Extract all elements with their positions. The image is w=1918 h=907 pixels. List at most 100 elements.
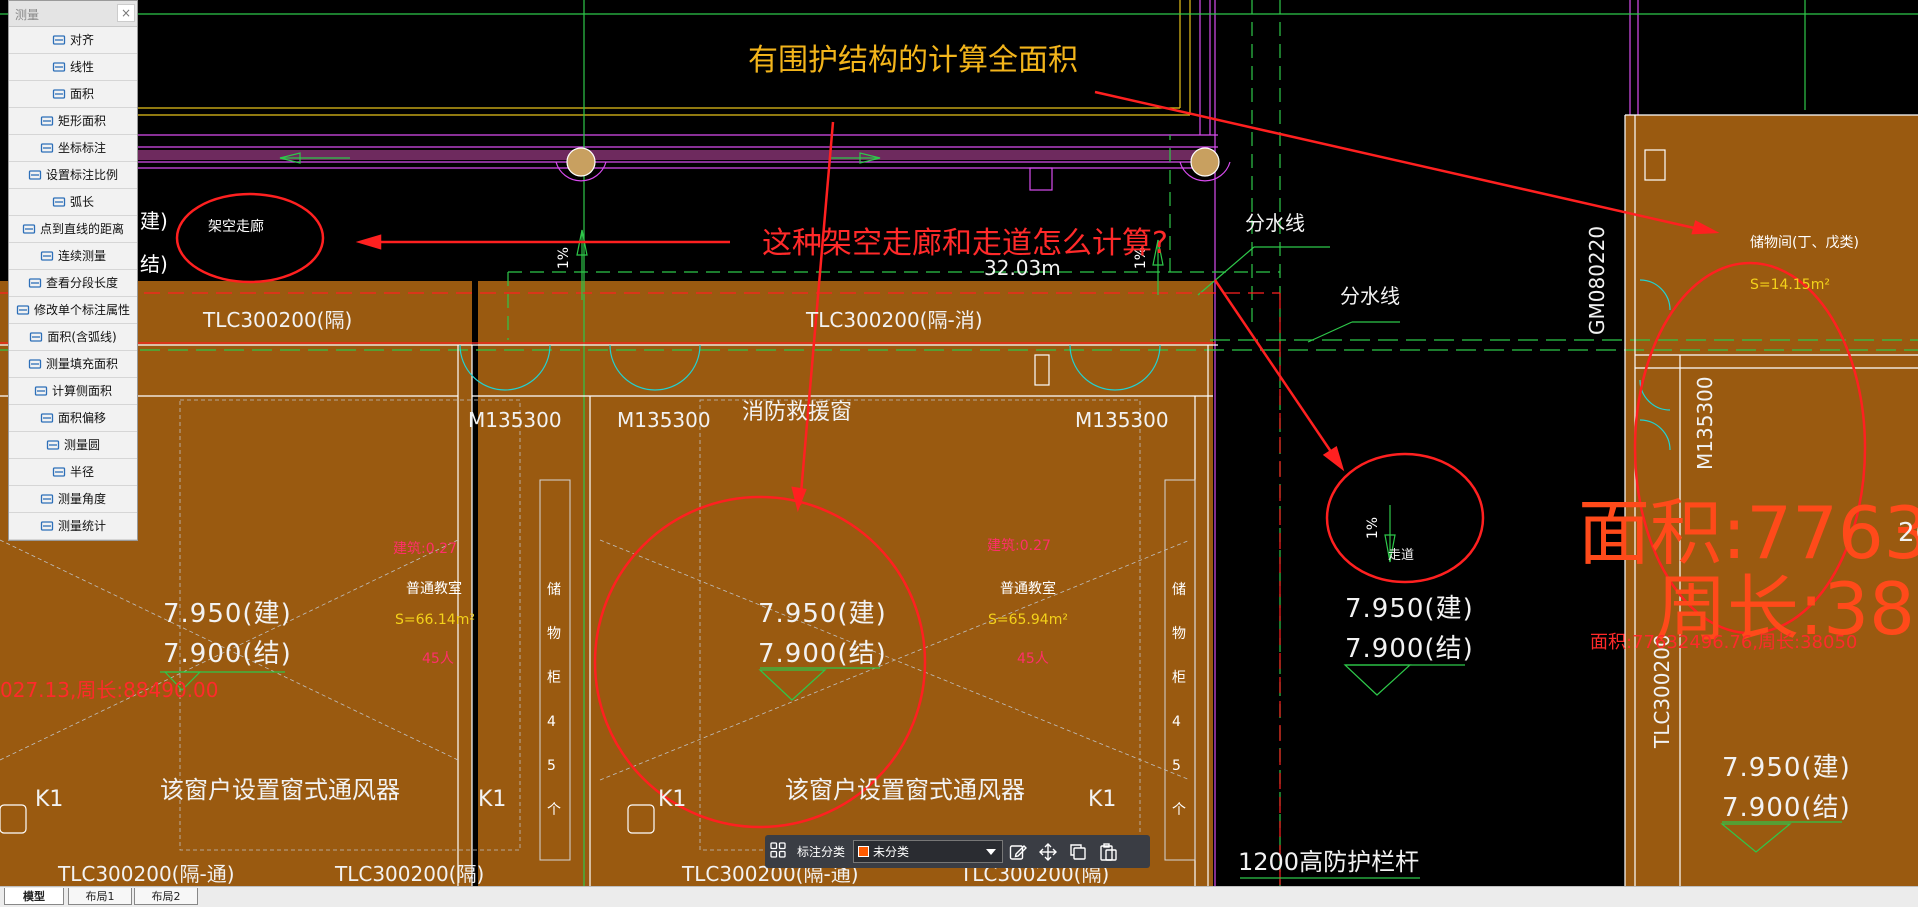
small-area-measurement-right: 面积:77632496.76,周长:38050 bbox=[1590, 632, 1858, 653]
scale-icon bbox=[28, 168, 42, 182]
tool-item-continuous-measure[interactable]: 连续测量 bbox=[9, 243, 137, 270]
tool-item-radius[interactable]: 半径 bbox=[9, 459, 137, 486]
tool-item-rect-area[interactable]: 矩形面积 bbox=[9, 108, 137, 135]
tab-layout1[interactable]: 布局1 bbox=[68, 888, 132, 905]
vent-note-1: 该窗户设置窗式通风器 bbox=[160, 776, 400, 804]
tool-item-side-area[interactable]: 计算侧面积 bbox=[9, 378, 137, 405]
tool-label: 面积(含弧线) bbox=[47, 330, 117, 344]
tool-item-coordinate[interactable]: 坐标标注 bbox=[9, 135, 137, 162]
area-offset-icon bbox=[40, 411, 54, 425]
handwritten-aisle-label: 走道 bbox=[1388, 548, 1415, 563]
cab-char: 柜 bbox=[1172, 670, 1186, 686]
statistics-icon bbox=[40, 519, 54, 533]
big-perimeter-measurement: 周长:380 bbox=[1655, 567, 1918, 651]
category-selected-value: 未分类 bbox=[873, 845, 910, 859]
tool-item-circle-measure[interactable]: 测量圆 bbox=[9, 432, 137, 459]
slope-label-c: 1% bbox=[1365, 516, 1382, 540]
grid-icon[interactable] bbox=[765, 841, 791, 862]
tool-label: 测量统计 bbox=[57, 519, 106, 533]
close-icon[interactable]: × bbox=[117, 4, 135, 22]
tool-item-align[interactable]: 对齐 bbox=[9, 27, 137, 54]
people-count-2: 45人 bbox=[1017, 651, 1049, 667]
point-line-distance-icon bbox=[22, 222, 36, 236]
partial-26-text: 26 bbox=[1898, 518, 1918, 548]
tool-label: 点到直线的距离 bbox=[39, 222, 124, 236]
area-arc-icon bbox=[29, 330, 43, 344]
radius-icon bbox=[52, 465, 66, 479]
cab-char: 5 bbox=[1172, 758, 1181, 774]
railing-label: 1200高防护栏杆 bbox=[1238, 848, 1420, 876]
cabinet-label-right: 储 物 柜 4 5 个 bbox=[1172, 568, 1186, 832]
big-area-measurement: 面积:7763 bbox=[1578, 491, 1918, 575]
tool-label: 线性 bbox=[69, 60, 94, 74]
title-annotation: 有围护结构的计算全面积 bbox=[748, 43, 1078, 78]
area-icon bbox=[52, 87, 66, 101]
copy-icon[interactable] bbox=[1063, 837, 1093, 867]
tab-layout2[interactable]: 布局2 bbox=[134, 888, 198, 905]
partial-jie-text: 结) bbox=[140, 252, 168, 276]
segment-length-icon bbox=[28, 276, 42, 290]
drawing-lines bbox=[0, 0, 1918, 886]
align-icon bbox=[52, 33, 66, 47]
tool-list: 对齐线性面积矩形面积坐标标注设置标注比例弧长点到直线的距离连续测量查看分段长度修… bbox=[9, 27, 137, 540]
tool-label: 面积 bbox=[69, 87, 94, 101]
tool-item-statistics[interactable]: 测量统计 bbox=[9, 513, 137, 540]
tool-item-hatch-area[interactable]: 测量填充面积 bbox=[9, 351, 137, 378]
edit-annotation-icon bbox=[16, 303, 30, 317]
paste-icon[interactable] bbox=[1093, 837, 1123, 867]
panel-title: 测量 bbox=[15, 8, 40, 22]
edit-icon[interactable] bbox=[1003, 837, 1033, 867]
tool-label: 半径 bbox=[69, 465, 94, 479]
room-area-2: S=65.94m² bbox=[988, 612, 1068, 628]
tool-item-area[interactable]: 面积 bbox=[9, 81, 137, 108]
storage-room-name: 储物间(丁、戊类) bbox=[1750, 235, 1859, 251]
cab-char: 物 bbox=[547, 626, 561, 642]
tool-item-area-offset[interactable]: 面积偏移 bbox=[9, 405, 137, 432]
annotation-toolbar: 标注分类 未分类 bbox=[765, 835, 1150, 868]
panel-header: 测量 × bbox=[9, 1, 137, 27]
handwritten-corridor-label: 架空走廊 bbox=[208, 219, 264, 235]
tool-item-area-arc[interactable]: 面积(含弧线) bbox=[9, 324, 137, 351]
tool-label: 设置标注比例 bbox=[45, 168, 118, 182]
tool-item-angle[interactable]: 测量角度 bbox=[9, 486, 137, 513]
chevron-down-icon bbox=[986, 849, 997, 855]
tool-item-point-line-distance[interactable]: 点到直线的距离 bbox=[9, 216, 137, 243]
cab-char: 4 bbox=[547, 714, 556, 730]
elev-jie-3: 7.900(结) bbox=[1345, 634, 1474, 664]
elev-jie-1: 7.900(结) bbox=[163, 639, 292, 669]
room-right bbox=[1625, 115, 1918, 886]
tool-item-linear-dimension[interactable]: 线性 bbox=[9, 54, 137, 81]
vent-note-2: 该窗户设置窗式通风器 bbox=[785, 776, 1025, 804]
slope-label-a: 1% bbox=[556, 246, 573, 270]
tab-model[interactable]: 模型 bbox=[4, 888, 64, 905]
arc-length-icon bbox=[52, 195, 66, 209]
storage-room-area: S=14.15m² bbox=[1750, 277, 1830, 293]
hatch-area-icon bbox=[28, 357, 42, 371]
tool-item-arc-length[interactable]: 弧长 bbox=[9, 189, 137, 216]
tool-label: 测量角度 bbox=[57, 492, 106, 506]
tool-item-scale[interactable]: 设置标注比例 bbox=[9, 162, 137, 189]
move-icon[interactable] bbox=[1033, 837, 1063, 867]
tool-item-segment-length[interactable]: 查看分段长度 bbox=[9, 270, 137, 297]
cabinet-label-left: 储 物 柜 4 5 个 bbox=[547, 568, 561, 832]
tool-label: 面积偏移 bbox=[57, 411, 106, 425]
continuous-measure-icon bbox=[40, 249, 54, 263]
watershed-label-1: 分水线 bbox=[1245, 211, 1305, 235]
tool-label: 矩形面积 bbox=[57, 114, 106, 128]
partial-jian-text: 建) bbox=[140, 209, 168, 233]
cab-char: 储 bbox=[547, 582, 561, 598]
cad-canvas[interactable]: 建) 结) 架空走廊 TLC300200(隔) TLC300200(隔-消) 3… bbox=[0, 0, 1918, 886]
k1-label-3: K1 bbox=[658, 787, 687, 812]
tlc-label-1: TLC300200(隔) bbox=[203, 308, 353, 332]
pink-label-1: 建筑:0.27 bbox=[393, 541, 457, 557]
linear-dimension-icon bbox=[52, 60, 66, 74]
k1-label-4: K1 bbox=[1088, 787, 1117, 812]
tool-item-edit-annotation[interactable]: 修改单个标注属性 bbox=[9, 297, 137, 324]
cab-char: 5 bbox=[547, 758, 556, 774]
room-name-1: 普通教室 bbox=[406, 581, 462, 597]
door-label-2: M135300 bbox=[617, 408, 711, 432]
category-select[interactable]: 未分类 bbox=[853, 840, 1004, 863]
room-area-1: S=66.14m² bbox=[395, 612, 475, 628]
angle-icon bbox=[40, 492, 54, 506]
cab-char: 物 bbox=[1172, 626, 1186, 642]
